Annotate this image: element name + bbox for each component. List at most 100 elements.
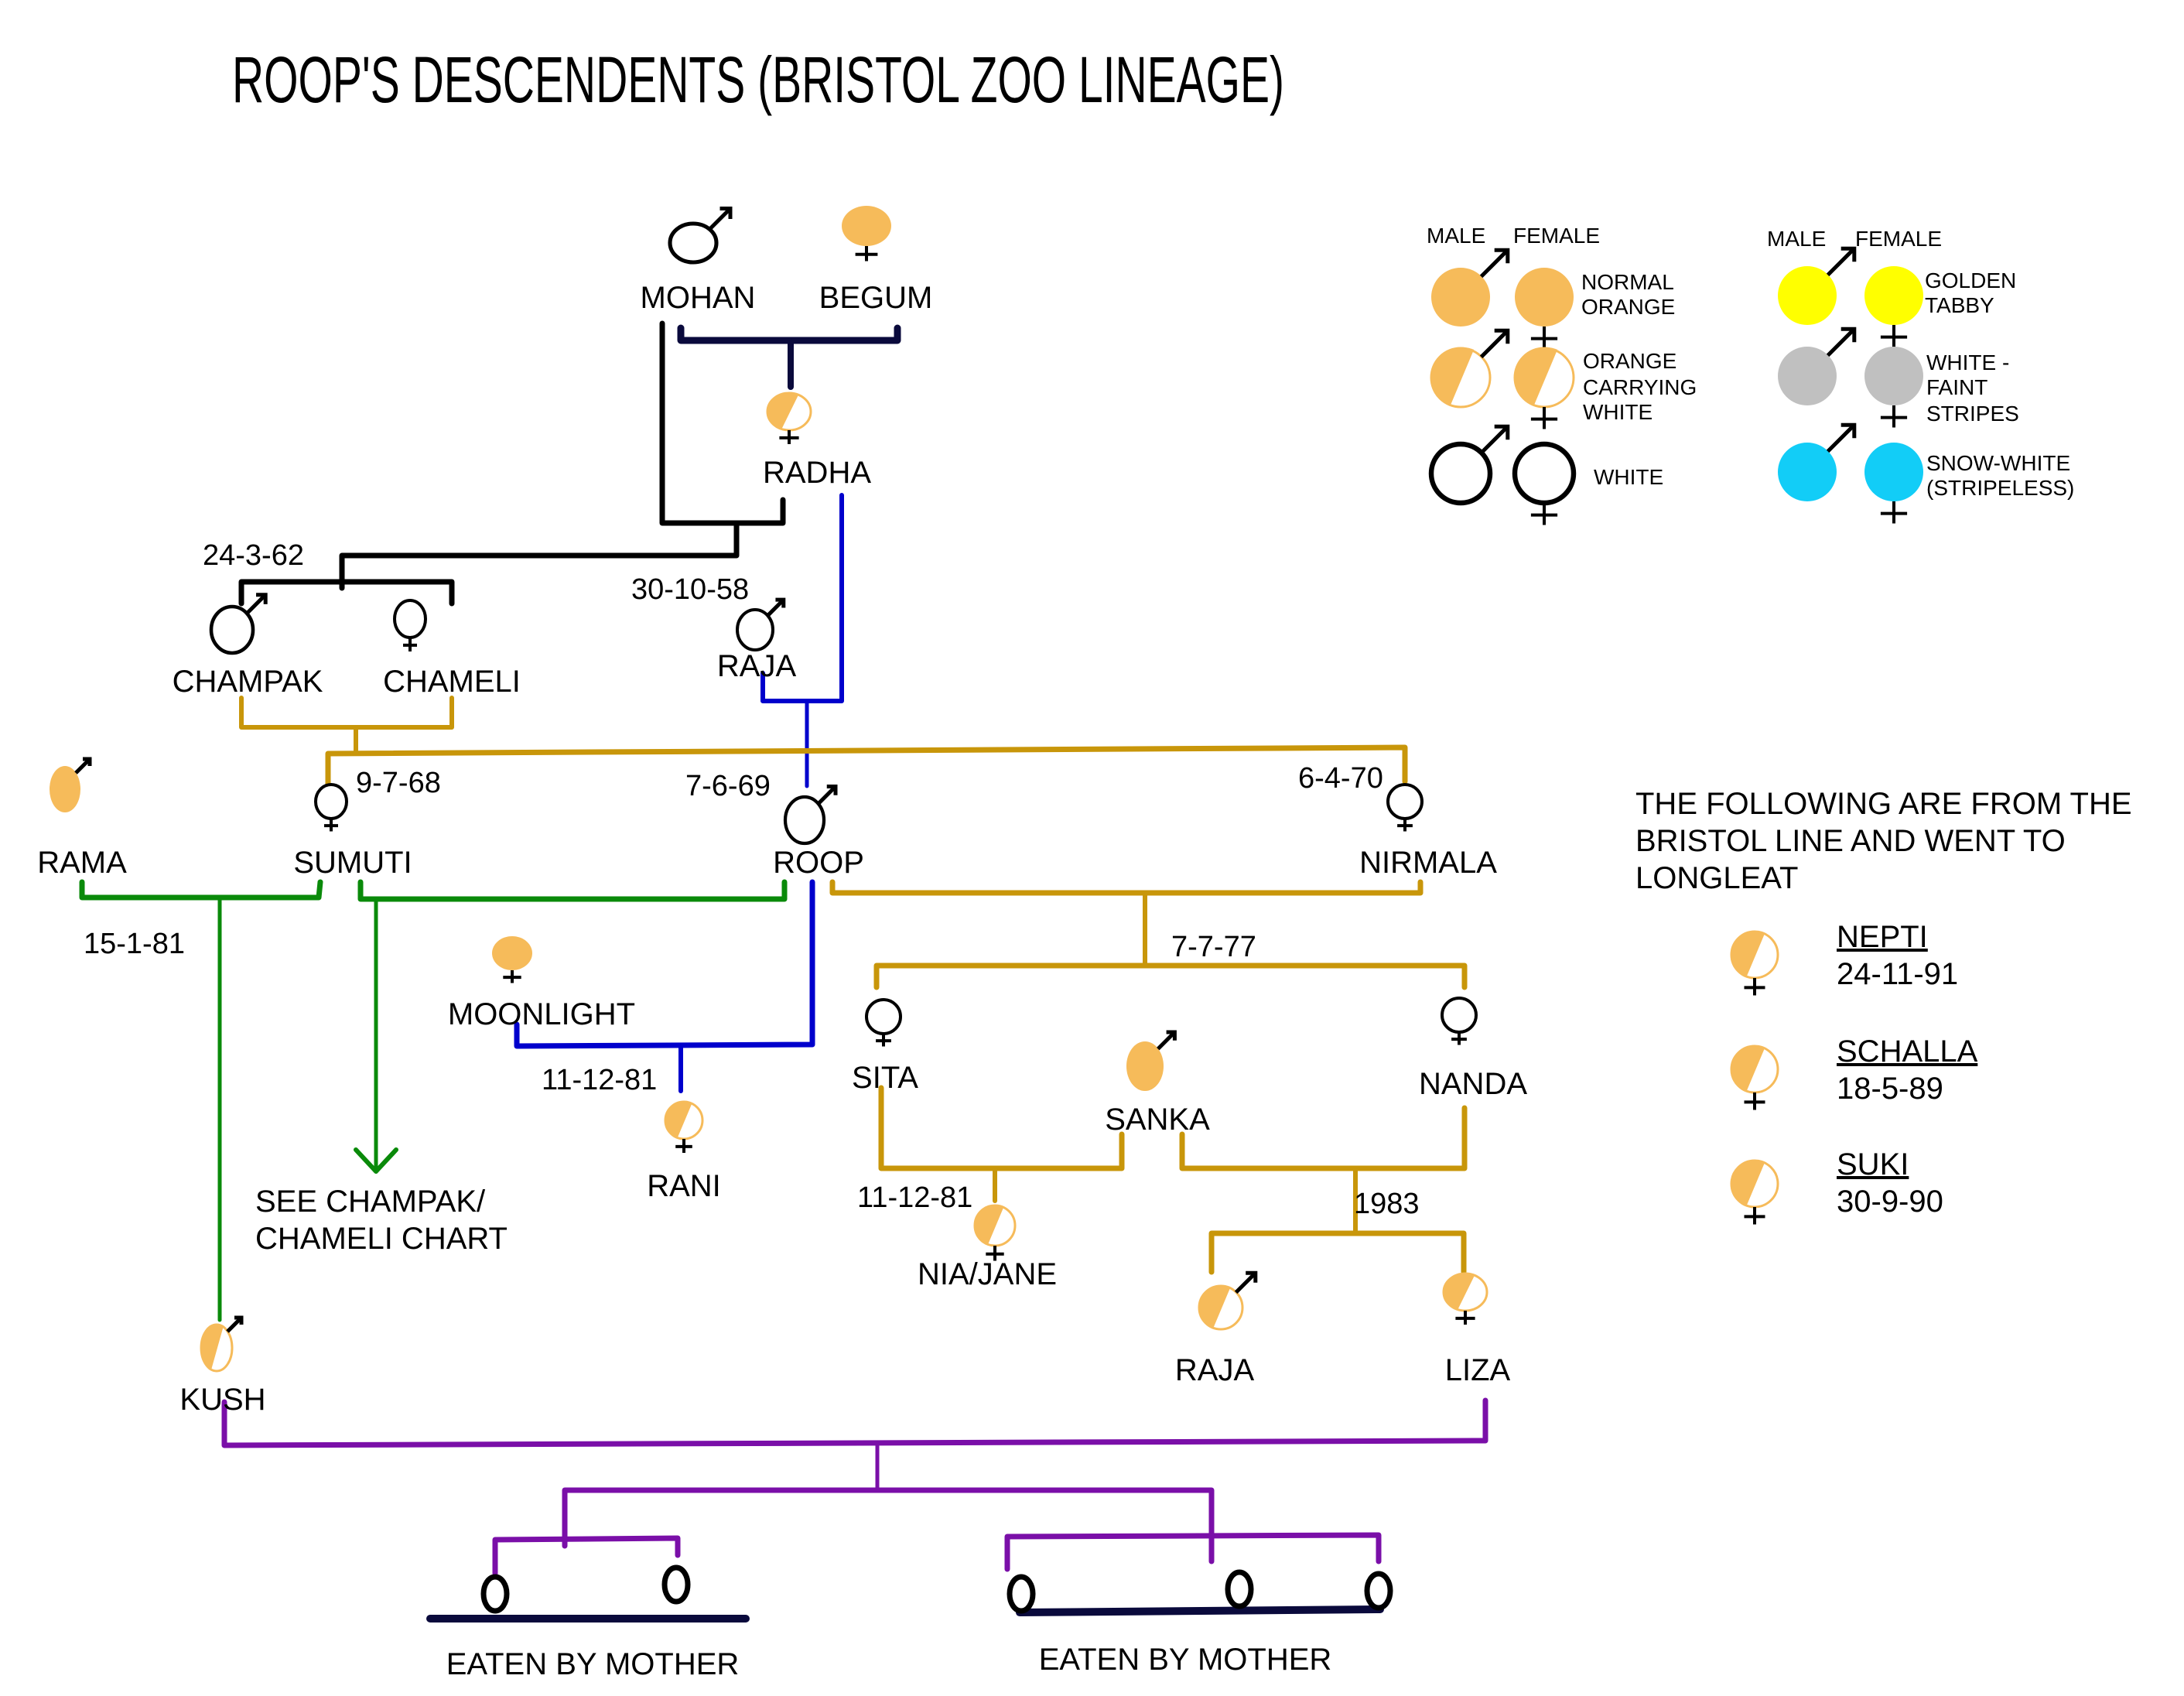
arrow-down-icon: [354, 1147, 398, 1174]
carrier-orange-half: [975, 1205, 1004, 1245]
date-kush-birth: 15-1-81: [84, 928, 185, 960]
line-mohan-radha: [659, 320, 786, 526]
legend-female-white: [1512, 441, 1577, 525]
male-arrow-icon: [1479, 329, 1509, 359]
golden-tiger-circle: [1778, 266, 1837, 325]
carrier-orange-half: [1444, 1273, 1475, 1310]
legend-label-golden-2: TABBY: [1925, 293, 1994, 317]
legend: MALE FEMALE NORMAL ORANGE ORANGE CARRYIN…: [1427, 224, 2074, 525]
longleat-name-schalla: SCHALLA: [1837, 1034, 1978, 1069]
legend-label-carrier-3: WHITE: [1583, 400, 1653, 424]
orange-tiger-circle: [1515, 268, 1574, 327]
symbol-rani: [664, 1100, 704, 1153]
date-raja-liza: 1983: [1354, 1188, 1420, 1220]
legend-left-male-header: MALE: [1427, 224, 1485, 248]
white-tiger-circle: [668, 221, 719, 265]
white-tiger-circle: [783, 795, 826, 846]
white-tiger-circle: [1386, 783, 1424, 820]
legend-label-normal-orange-2: ORANGE: [1581, 295, 1675, 319]
line-champak-chameli-descent: [339, 520, 740, 591]
legend-male-carrier: [1430, 328, 1510, 409]
name-kush: KUSH: [179, 1383, 265, 1417]
male-arrow-head: [1494, 248, 1510, 264]
name-mohan: MOHAN: [641, 281, 756, 315]
line-raja-liza-bar: [1208, 1230, 1467, 1275]
faint-tiger-circle: [1778, 347, 1837, 405]
line-litter2-bar: [1004, 1532, 1382, 1572]
male-arrow-icon: [1479, 425, 1509, 455]
legend-male-golden: [1778, 246, 1857, 325]
legend-right-male-header: MALE: [1767, 227, 1826, 251]
symbol-sanka: [1126, 1030, 1177, 1091]
date-niajane-birth: 11-12-81: [857, 1181, 972, 1214]
line-sumuti-roop: [357, 879, 788, 902]
legend-label-faint-3: STRIPES: [1926, 402, 2019, 426]
legend-label-white: WHITE: [1594, 465, 1663, 489]
male-arrow-head: [1841, 246, 1857, 262]
name-nanda: NANDA: [1419, 1067, 1527, 1101]
name-rama: RAMA: [37, 846, 127, 880]
male-arrow-head: [1494, 424, 1510, 440]
legend-right-female-header: FEMALE: [1855, 227, 1942, 251]
legend-female-carrier: [1513, 347, 1575, 429]
golden-tiger-circle: [1864, 266, 1923, 325]
symbol-liza: [1442, 1272, 1488, 1325]
orange-tiger-circle: [1431, 268, 1490, 327]
male-arrow-icon: [1826, 247, 1856, 277]
white-tiger-circle: [209, 604, 255, 655]
longleat-date-suki: 30-9-90: [1837, 1185, 1943, 1219]
legend-label-normal-orange-1: NORMAL: [1581, 270, 1674, 294]
legend-male-snow: [1778, 422, 1857, 501]
labels: MOHAN BEGUM RADHA 24-3-62 CHAMPAK CHAMEL…: [37, 281, 1527, 1681]
white-tiger-circle: [865, 998, 902, 1035]
see-chart-note-line1: SEE CHAMPAK/: [255, 1185, 486, 1219]
legend-male-faint: [1778, 327, 1857, 405]
see-chart-note-line2: CHAMELI CHART: [255, 1222, 508, 1256]
legend-label-snow-2: (STRIPELESS): [1926, 476, 2074, 500]
line-champak-chameli-bar: [238, 579, 455, 607]
orange-tiger-circle: [1126, 1041, 1164, 1091]
name-liza: LIZA: [1445, 1353, 1511, 1387]
male-arrow-head: [256, 593, 268, 604]
legend-male-white: [1428, 424, 1510, 506]
cub-symbol-5: [1364, 1571, 1393, 1611]
male-arrow-head: [719, 207, 733, 219]
carrier-orange-half: [201, 1324, 224, 1370]
name-chameli: CHAMELI: [383, 665, 521, 699]
tiger-symbols: [50, 206, 1488, 1614]
name-sanka: SANKA: [1105, 1103, 1210, 1137]
line-roop-nirmala: [829, 879, 1424, 896]
male-arrow-icon: [816, 785, 837, 805]
name-raja-sire: RAJA: [717, 649, 797, 683]
carrier-orange-half: [1199, 1285, 1231, 1328]
male-arrow-icon: [766, 598, 785, 617]
legend-male-orange: [1431, 248, 1510, 327]
orange-tiger-circle: [492, 936, 532, 970]
longleat-symbol-suki: [1730, 1159, 1779, 1225]
snow-tiger-circle: [1864, 443, 1923, 501]
line-litters-bar: [562, 1487, 1215, 1564]
date-rani-birth: 11-12-81: [542, 1064, 657, 1096]
name-roop: ROOP: [773, 846, 864, 880]
cub-symbol-2: [661, 1564, 691, 1605]
male-arrow-head: [826, 785, 838, 795]
carrier-orange-half: [1515, 347, 1558, 406]
male-arrow-head: [1841, 422, 1857, 439]
carrier-orange-half: [1731, 931, 1765, 977]
line-sanka-nanda: [1179, 1105, 1468, 1171]
legend-label-snow-1: SNOW-WHITE: [1926, 451, 2070, 475]
white-tiger-circle: [1512, 441, 1577, 506]
symbol-niajane: [973, 1204, 1017, 1261]
line-litter1-bar: [492, 1535, 681, 1577]
name-nirmala: NIRMALA: [1359, 846, 1497, 880]
white-tiger-circle: [314, 783, 348, 820]
chart-title: ROOP'S DESCENDENTS (BRISTOL ZOO LINEAGE): [232, 43, 1284, 116]
symbol-champak: [209, 593, 268, 655]
carrier-orange-half: [665, 1101, 692, 1138]
symbol-mohan: [668, 207, 733, 265]
male-arrow-head: [83, 757, 92, 766]
symbol-roop: [783, 785, 838, 846]
symbol-rama: [50, 757, 92, 812]
carrier-orange-half: [767, 392, 799, 429]
legend-label-faint-1: WHITE -: [1926, 350, 2009, 374]
